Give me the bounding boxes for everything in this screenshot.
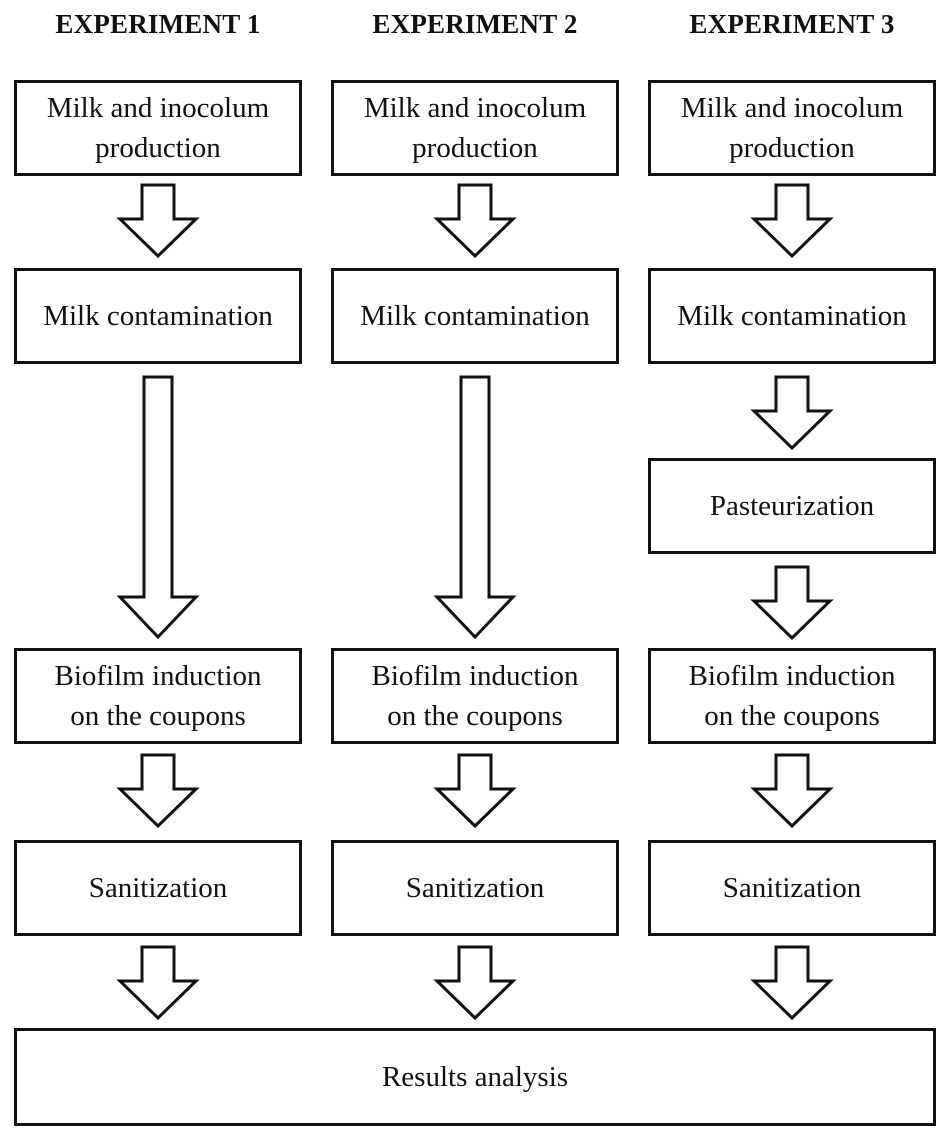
down-arrow-icon — [116, 183, 200, 259]
biofilm-box-exp2: Biofilm induction on the coupons — [331, 648, 619, 744]
milk-inoculum-line1: Milk and inocolum — [363, 92, 587, 124]
biofilm-line1: Biofilm induction — [688, 660, 896, 692]
experiment-2-header: EXPERIMENT 2 — [372, 9, 578, 39]
experiment-3-header: EXPERIMENT 3 — [689, 9, 895, 39]
milk-contamination-box-exp2: Milk contamination — [331, 268, 619, 364]
down-arrow-icon — [116, 753, 200, 829]
down-arrow-icon — [750, 565, 834, 641]
down-arrow-icon — [750, 375, 834, 451]
biofilm-line2: on the coupons — [704, 700, 880, 732]
experiment-1-header: EXPERIMENT 1 — [55, 9, 261, 39]
pasteurization-box-exp3: Pasteurization — [648, 458, 936, 554]
milk-inoculum-line1: Milk and inocolum — [46, 92, 270, 124]
down-arrow-icon — [433, 753, 517, 829]
milk-inoculum-line1: Milk and inocolum — [680, 92, 904, 124]
milk-contamination-box-exp1: Milk contamination — [14, 268, 302, 364]
milk-inoculum-box-exp2: Milk and inocolum production — [331, 80, 619, 176]
down-arrow-icon — [433, 945, 517, 1021]
milk-contamination-box-exp3: Milk contamination — [648, 268, 936, 364]
sanitization-box-exp3: Sanitization — [648, 840, 936, 936]
down-arrow-icon — [750, 753, 834, 829]
milk-inoculum-line2: production — [729, 132, 855, 164]
milk-inoculum-line2: production — [95, 132, 221, 164]
down-arrow-icon — [433, 183, 517, 259]
biofilm-line1: Biofilm induction — [54, 660, 262, 692]
down-arrow-icon — [116, 945, 200, 1021]
milk-inoculum-line2: production — [412, 132, 538, 164]
milk-inoculum-box-exp3: Milk and inocolum production — [648, 80, 936, 176]
milk-inoculum-box-exp1: Milk and inocolum production — [14, 80, 302, 176]
biofilm-line2: on the coupons — [387, 700, 563, 732]
biofilm-box-exp3: Biofilm induction on the coupons — [648, 648, 936, 744]
down-arrow-icon — [750, 183, 834, 259]
biofilm-box-exp1: Biofilm induction on the coupons — [14, 648, 302, 744]
biofilm-line1: Biofilm induction — [371, 660, 579, 692]
results-analysis-box: Results analysis — [14, 1028, 936, 1126]
long-down-arrow-icon — [116, 375, 200, 640]
down-arrow-icon — [750, 945, 834, 1021]
sanitization-box-exp1: Sanitization — [14, 840, 302, 936]
long-down-arrow-icon — [433, 375, 517, 640]
sanitization-box-exp2: Sanitization — [331, 840, 619, 936]
biofilm-line2: on the coupons — [70, 700, 246, 732]
